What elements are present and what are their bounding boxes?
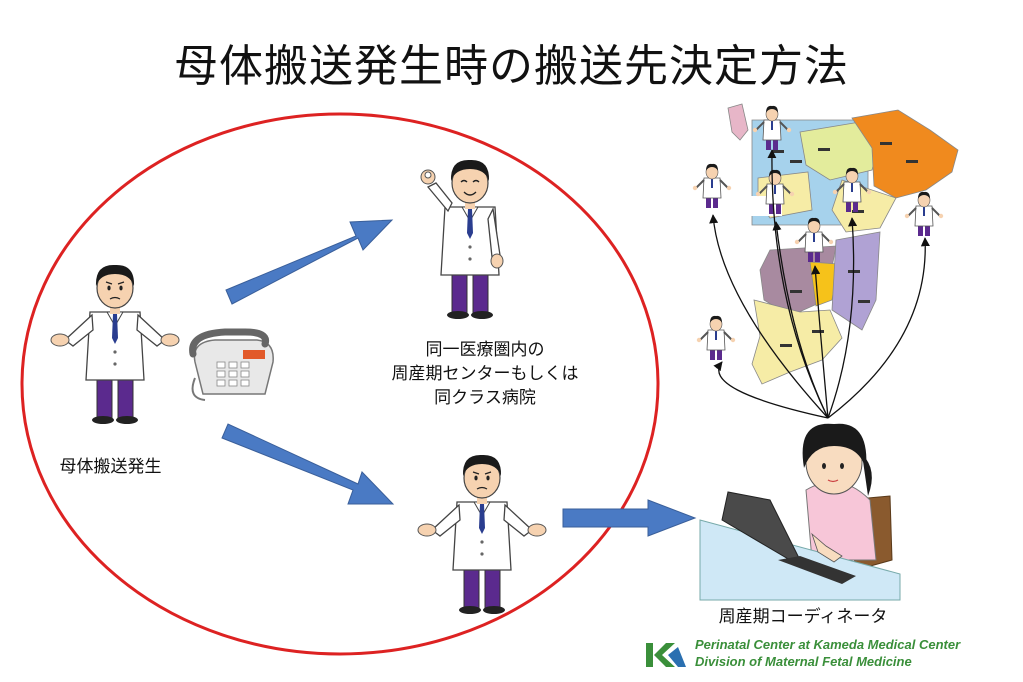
label-line: 同一医療圏内の <box>425 340 545 360</box>
doctor-ok-icon <box>420 159 504 320</box>
page-title: 母体搬送発生時の搬送先決定方法 <box>174 41 849 92</box>
label-same-area-center: 同一医療圏内の 周産期センターもしくは 同クラス病院 <box>355 338 615 410</box>
footer-credits: Perinatal Center at Kameda Medical Cente… <box>695 636 960 670</box>
label-line: 周産期センターもしくは <box>391 364 579 384</box>
arrow-to-coordinator <box>562 499 697 537</box>
map-doctor-icon <box>695 314 737 361</box>
arrow-to-center <box>225 219 394 305</box>
label-line: 同クラス病院 <box>434 388 536 408</box>
telephone-icon <box>189 328 274 401</box>
arrow-to-hospital <box>221 423 395 505</box>
prefecture-map-icon <box>727 103 959 385</box>
doctor-shrug-icon-2 <box>417 454 547 615</box>
map-doctor-icon <box>903 190 945 237</box>
doctor-shrug-icon <box>50 264 180 425</box>
map-doctor-icon <box>691 162 733 209</box>
coordinator-laptop-icon <box>699 423 901 601</box>
label-mother-transport: 母体搬送発生 <box>59 457 162 477</box>
footer-line-2: Division of Maternal Fetal Medicine <box>695 654 912 669</box>
scope-circle <box>20 112 660 656</box>
kameda-logo-icon <box>646 643 686 667</box>
label-coordinator: 周産期コーディネータ <box>718 607 888 627</box>
coordinator-links <box>709 149 930 419</box>
footer-line-1: Perinatal Center at Kameda Medical Cente… <box>695 637 961 652</box>
